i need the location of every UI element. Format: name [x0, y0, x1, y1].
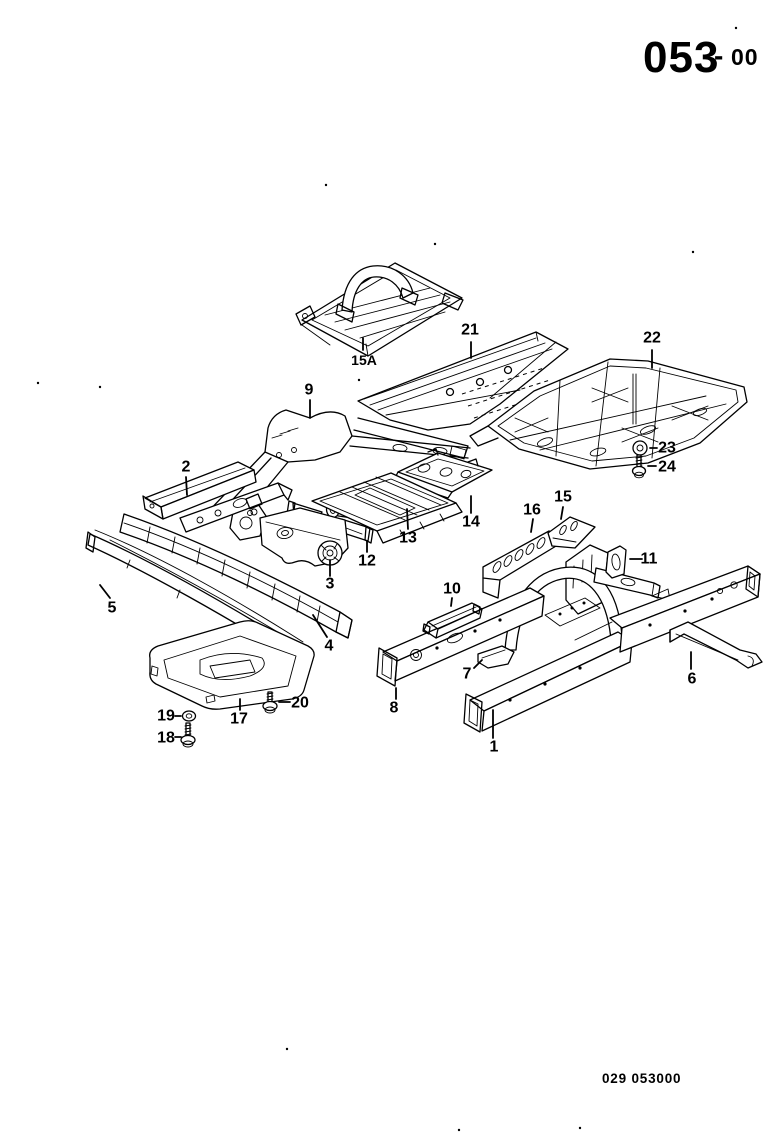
- part-19-washer: [181, 710, 197, 722]
- part-6-end-bracket: [669, 621, 763, 669]
- part-7-closing-plate: [477, 645, 515, 669]
- callout-label-14: 14: [462, 514, 480, 531]
- callout-label-9: 9: [305, 382, 314, 399]
- frame-rail-right: [609, 565, 761, 653]
- callout-label-8: 8: [390, 700, 399, 717]
- callout-label-16: 16: [523, 502, 541, 519]
- callout-label-23: 23: [658, 440, 676, 457]
- callout-label-7: 7: [463, 666, 472, 683]
- callout-label-10: 10: [443, 581, 461, 598]
- callout-label-12: 12: [358, 553, 376, 570]
- page-code-separator: -: [714, 40, 724, 71]
- part-13-seat-pan: [311, 472, 463, 544]
- callout-leader-13: [406, 508, 409, 530]
- print-speck: [98, 385, 102, 389]
- part-23-washer: [632, 440, 648, 456]
- callout-leader-15: [560, 506, 564, 520]
- callout-label-21: 21: [461, 322, 479, 339]
- callout-label-1: 1: [490, 739, 499, 756]
- callout-label-22: 22: [643, 330, 661, 347]
- callout-label-18: 18: [157, 730, 175, 747]
- part-1-rear-frame-assembly: [376, 516, 763, 733]
- callout-leader-10: [450, 597, 453, 607]
- page-code-main: 053: [643, 33, 720, 82]
- callout-leader-2: [185, 476, 188, 496]
- print-speck: [324, 183, 328, 187]
- part-22-belly-pan: [469, 358, 748, 470]
- frame-rail-front-left: [376, 587, 545, 687]
- callout-leader-5: [99, 584, 111, 599]
- callout-leader-7: [473, 659, 483, 669]
- callout-leader-4: [312, 614, 328, 638]
- part-15-bracket: [547, 516, 596, 549]
- callout-label-19: 19: [157, 708, 175, 725]
- callout-label-15: 15: [554, 489, 572, 506]
- callout-label-13: 13: [399, 530, 417, 547]
- callout-leader-16: [530, 518, 534, 533]
- part-16-ribbed-bracket: [482, 530, 567, 599]
- callout-layer: 15A 21 22 9 2 5 3 4 12 13 14 16 15 11 10 6 7 8 1 17 19 18 20 23…: [99, 322, 697, 756]
- print-speck: [433, 242, 437, 246]
- part-20-screw: [262, 691, 278, 714]
- part-24-bolt: [631, 454, 647, 479]
- callout-label-17: 17: [230, 711, 248, 728]
- part-18-bolt: [180, 722, 196, 748]
- callout-label-24: 24: [658, 459, 676, 476]
- print-speck: [285, 1047, 289, 1051]
- plate-number: 029 053000: [602, 1071, 682, 1086]
- print-speck: [578, 1126, 582, 1130]
- part-17-skid-pan: [149, 620, 315, 710]
- frame-rail-lower: [463, 631, 633, 733]
- print-speck: [457, 1128, 461, 1132]
- callout-label-15A: 15A: [351, 352, 377, 368]
- callout-label-6: 6: [688, 671, 697, 688]
- print-speck: [36, 381, 40, 385]
- callout-label-5: 5: [108, 600, 117, 617]
- part-10-support-rail: [422, 602, 483, 639]
- part-11-small-bracket: [605, 545, 627, 579]
- print-speck: [691, 250, 695, 254]
- part-15a-support-bracket: [295, 262, 464, 357]
- print-specks: [36, 26, 738, 1132]
- page-code-suffix: 00: [731, 44, 759, 70]
- callout-label-3: 3: [326, 576, 335, 593]
- print-speck: [734, 26, 738, 30]
- print-speck: [357, 378, 361, 382]
- callout-label-20: 20: [291, 695, 309, 712]
- callout-label-11: 11: [641, 551, 658, 568]
- callout-label-4: 4: [325, 638, 334, 655]
- callout-label-2: 2: [182, 459, 191, 476]
